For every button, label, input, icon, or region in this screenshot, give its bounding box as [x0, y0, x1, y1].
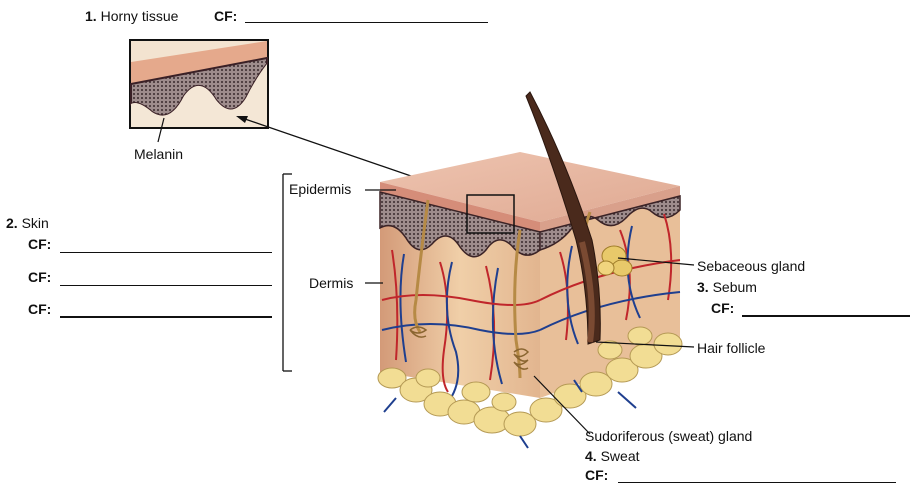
question-2-cf-1-label: CF: [28, 236, 51, 252]
melanin-label: Melanin [134, 146, 183, 162]
question-2-cf-2-label: CF: [28, 269, 51, 285]
question-2-cf-1-blank[interactable] [60, 252, 272, 253]
question-1-cf-blank[interactable] [245, 22, 488, 23]
question-1-cf-label: CF: [214, 8, 237, 24]
question-4-cf-label: CF: [585, 467, 608, 483]
skin-bracket [283, 174, 292, 371]
question-2-label: 2. Skin [6, 215, 49, 231]
skin-block [378, 92, 682, 448]
question-4-cf-blank[interactable] [618, 482, 896, 483]
question-3-label: 3. Sebum [697, 279, 757, 295]
hair-follicle-label: Hair follicle [697, 340, 765, 356]
question-1-label: 1. Horny tissue [85, 8, 178, 24]
question-2-cf-2-blank[interactable] [60, 285, 272, 286]
inset-horny-tissue [130, 40, 268, 142]
question-3-cf-label: CF: [711, 300, 734, 316]
question-2-cf-3-label: CF: [28, 301, 51, 317]
sebaceous-gland-label: Sebaceous gland [697, 258, 805, 274]
question-4-label: 4. Sweat [585, 448, 640, 464]
sudoriferous-gland-label: Sudoriferous (sweat) gland [585, 428, 752, 444]
dermis-label: Dermis [309, 275, 353, 291]
epidermis-label: Epidermis [289, 181, 351, 197]
question-3-cf-blank[interactable] [742, 315, 910, 317]
question-2-cf-3-blank[interactable] [60, 316, 272, 318]
